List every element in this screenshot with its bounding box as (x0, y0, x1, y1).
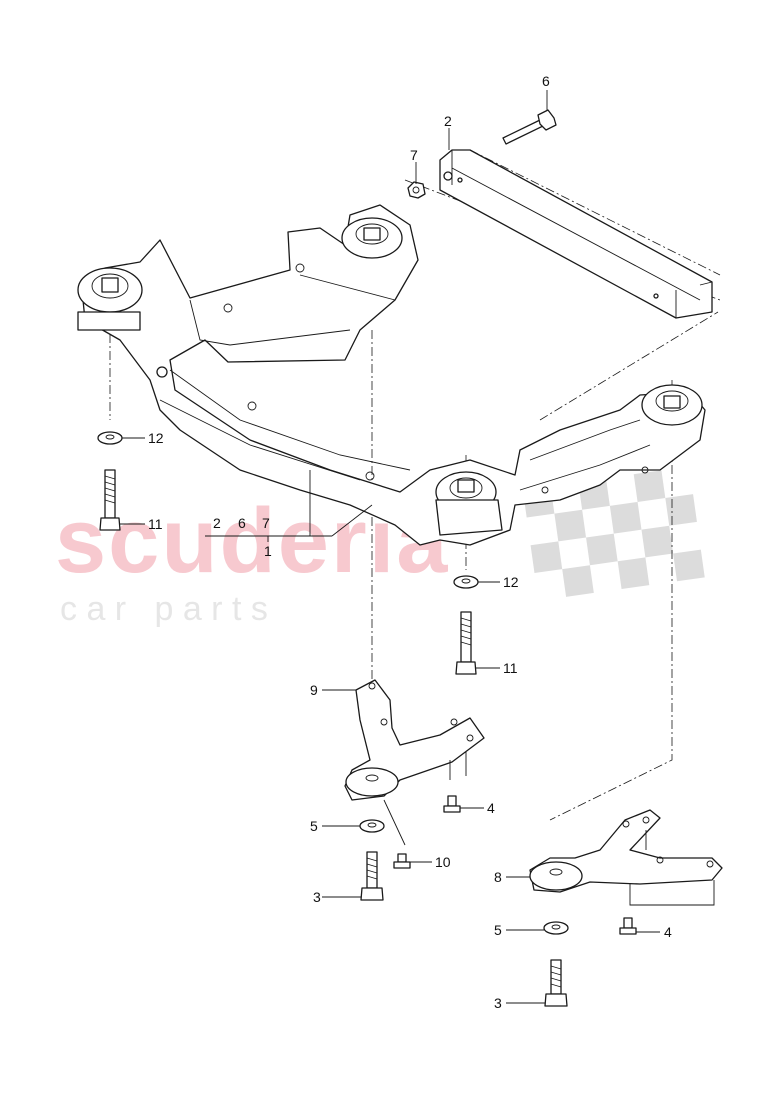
washer-arm-right (543, 921, 569, 935)
callout-10: 10 (435, 854, 451, 870)
control-arm-right (529, 809, 723, 906)
callout-6-group: 6 (238, 515, 246, 531)
callout-12-center: 12 (503, 574, 519, 590)
control-arm-left (344, 679, 485, 846)
checkered-flag-logo (522, 470, 705, 597)
bolt-arm-left (360, 851, 384, 901)
bolt-left (99, 469, 121, 531)
callout-9: 9 (310, 682, 318, 698)
small-bolt-right (619, 917, 637, 935)
watermark: scuderia c a r p a r t s (55, 470, 705, 628)
nut (407, 181, 426, 199)
callout-4-left: 4 (487, 800, 495, 816)
callout-5-right: 5 (494, 922, 502, 938)
callout-7-group: 7 (262, 515, 270, 531)
cross-member (439, 149, 713, 319)
callout-8: 8 (494, 869, 502, 885)
callout-7-top: 7 (410, 147, 418, 163)
small-bolt-left-a (443, 795, 461, 813)
subframe (77, 204, 706, 546)
washer-left (97, 431, 123, 445)
leader-lines (120, 90, 660, 1004)
washer-arm-left (359, 819, 385, 833)
callout-2-group: 2 (213, 515, 221, 531)
callout-5-left: 5 (310, 818, 318, 834)
callout-6-top: 6 (542, 73, 550, 89)
callout-3-right: 3 (494, 995, 502, 1011)
callout-4-right: 4 (664, 924, 672, 940)
callouts: 6 2 7 12 11 2 6 7 1 12 11 9 4 5 10 3 8 5… (148, 73, 672, 1011)
callout-11-center: 11 (503, 660, 518, 676)
long-bolt (502, 109, 557, 145)
bolt-center (455, 611, 477, 675)
callout-2-top: 2 (444, 113, 452, 129)
callout-12-left: 12 (148, 430, 164, 446)
watermark-tagline: c a r p a r t s (60, 590, 268, 628)
bolt-arm-right (544, 959, 568, 1007)
callout-11-left: 11 (148, 516, 163, 532)
washer-center (453, 575, 479, 589)
callout-1: 1 (264, 543, 272, 559)
small-bolt-left-b (393, 853, 411, 869)
callout-3-left: 3 (313, 889, 321, 905)
